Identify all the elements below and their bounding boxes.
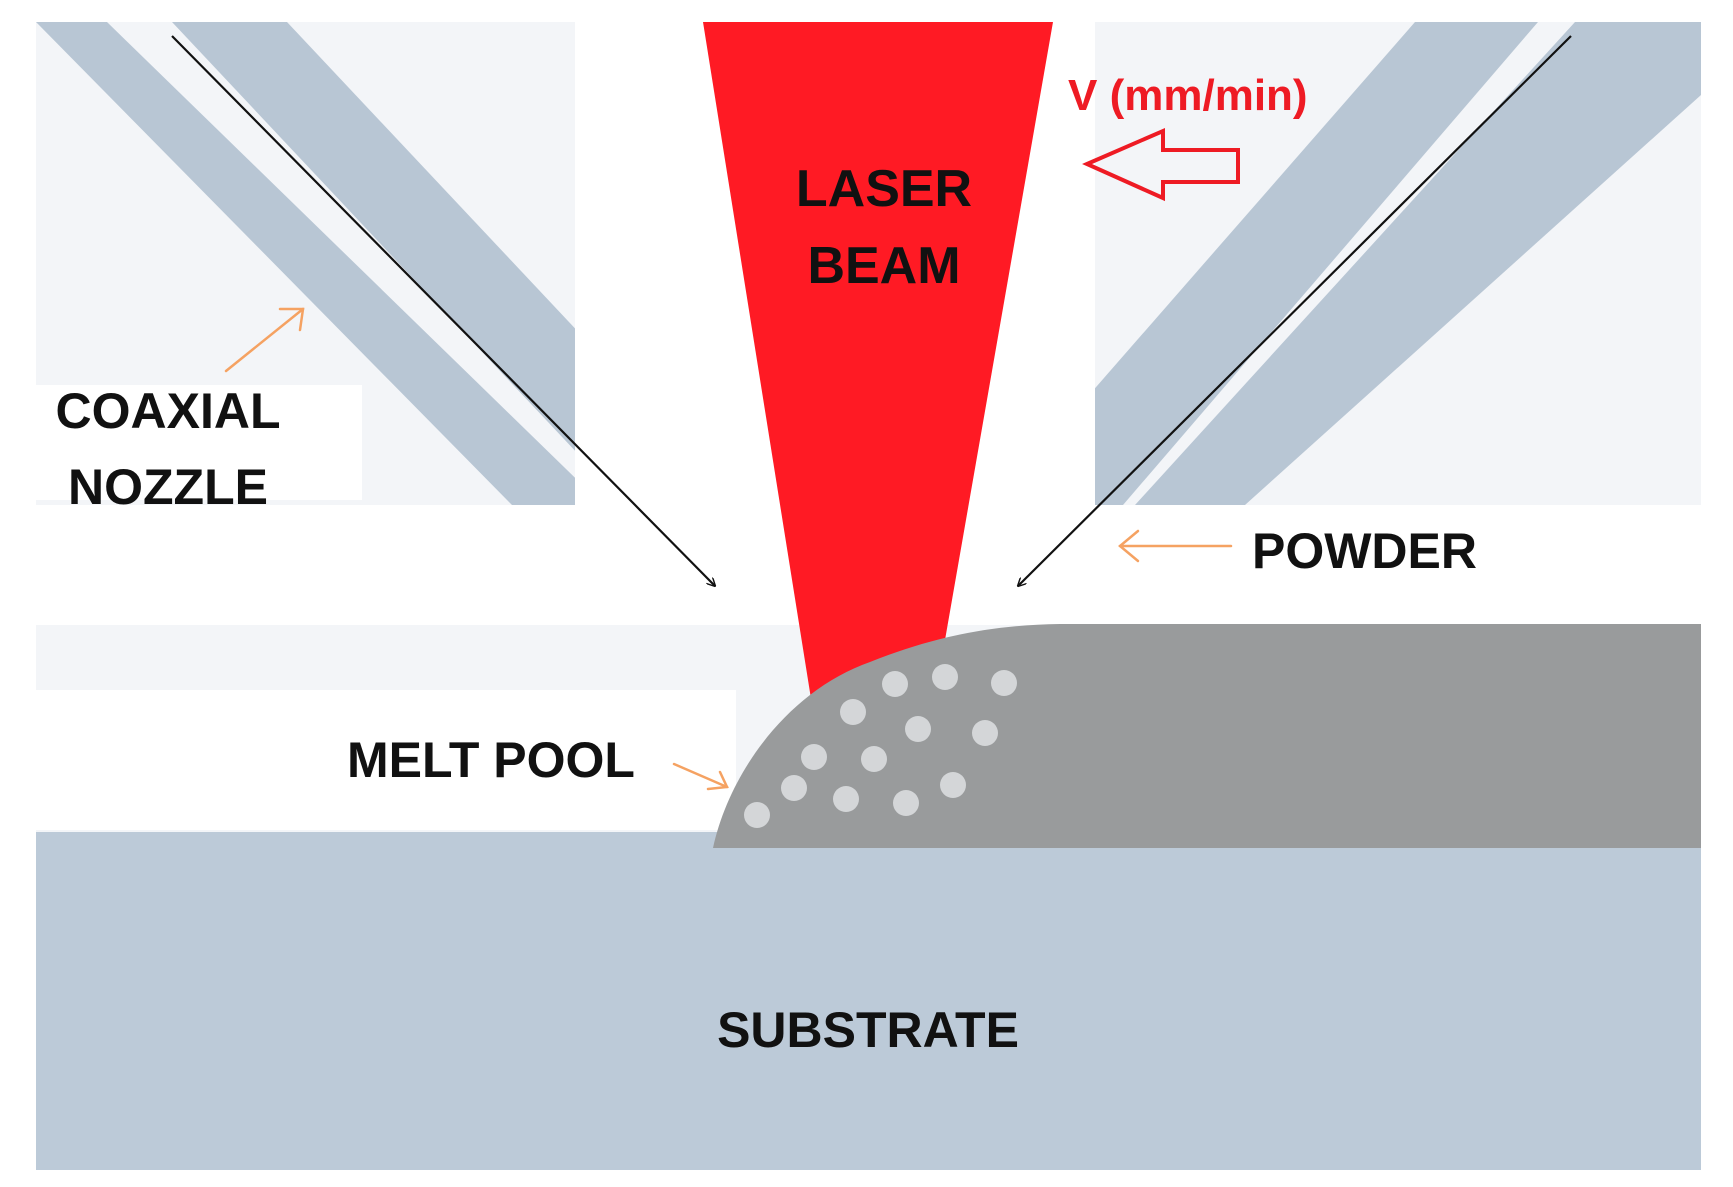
powder-stream-right-arrow (1018, 35, 1572, 586)
coaxial-nozzle-label-line1: COAXIAL (56, 383, 281, 439)
melt-pool-label-backdrop (36, 690, 736, 830)
nozzle-right-outer-bar (1135, 22, 1701, 505)
substrate (36, 832, 1701, 1170)
laser-beam-label-line2: BEAM (807, 237, 960, 295)
coaxial-nozzle-label-line2: NOZZLE (68, 459, 268, 515)
melt-pool-leader-arrow (672, 762, 729, 789)
melt-pool-label: MELT POOL (347, 732, 635, 788)
substrate-label: SUBSTRATE (717, 1002, 1019, 1058)
laser-beam (703, 22, 1053, 705)
powder-stream-left-arrow (171, 35, 715, 586)
nozzle-leader-arrow (224, 307, 305, 373)
nozzle-right-inner-bar (993, 22, 1538, 505)
velocity-label: V (mm/min) (1068, 71, 1308, 120)
velocity-direction-arrow (1082, 127, 1240, 202)
leader-arrows (224, 307, 1233, 791)
powder-particles (744, 664, 1017, 828)
laser-beam-label-line1: LASER (796, 160, 972, 218)
nozzle-label-backdrop (36, 385, 362, 500)
powder-label: POWDER (1252, 523, 1477, 579)
nozzle-left-outer-bar (36, 22, 603, 505)
